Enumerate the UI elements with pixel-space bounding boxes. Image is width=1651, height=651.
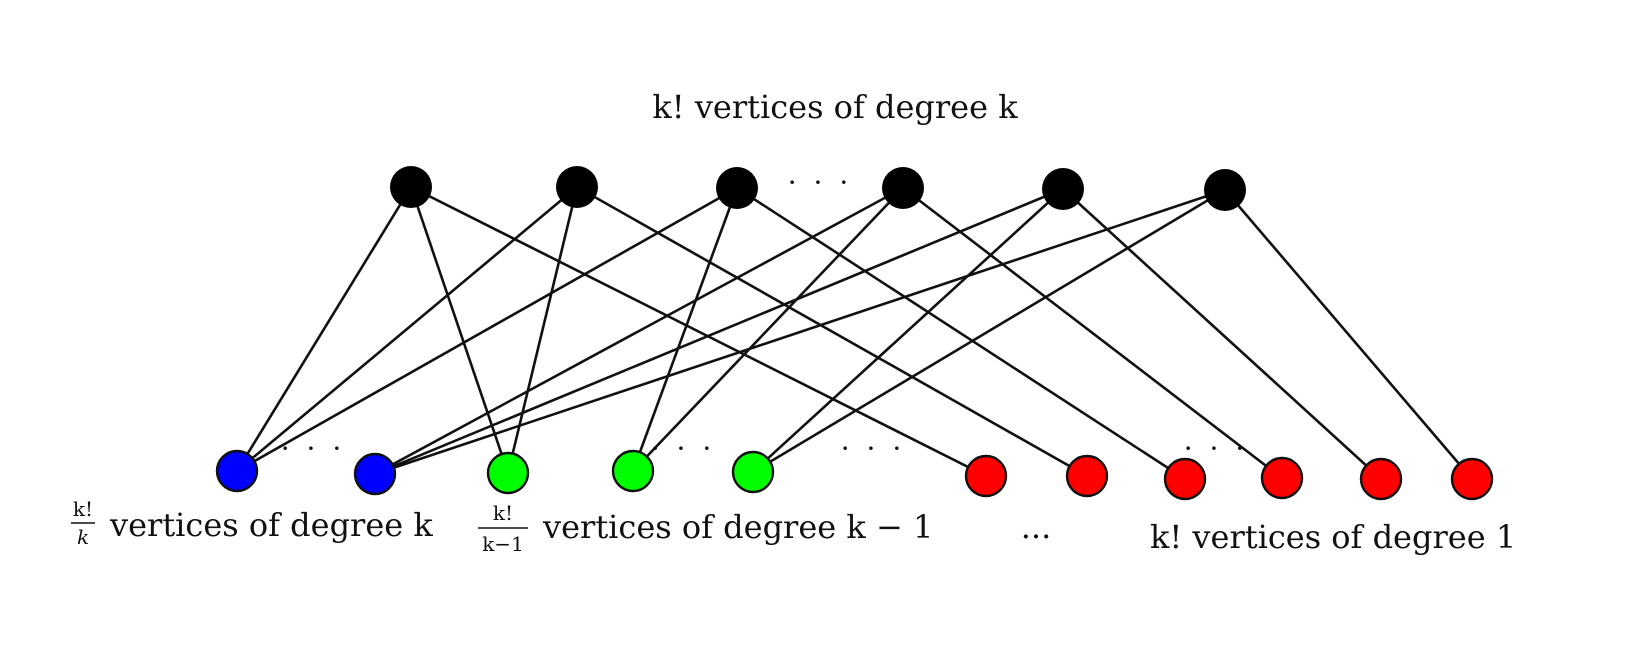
top-vertex-t1 [390, 166, 432, 208]
red-vertex-r5 [1359, 457, 1403, 501]
edge-t4-b2 [374, 186, 904, 476]
red-vertex-r3 [1163, 457, 1207, 501]
red-vertex-r2 [1065, 454, 1109, 498]
edge-t4-r4 [902, 186, 1283, 480]
top-vertex-t6 [1204, 169, 1246, 211]
edge-t2-g1 [506, 186, 579, 474]
edge-t1-b1 [235, 186, 413, 472]
edge-t2-b1 [236, 186, 578, 472]
green-ellipsis: · · · [651, 432, 716, 465]
edge-t6-r6 [1224, 189, 1473, 480]
top-label: k! vertices of degree k [652, 88, 1018, 126]
top-vertex-t2 [556, 166, 598, 208]
edge-t5-r5 [1062, 188, 1382, 480]
green-label-group: k! k−1 vertices of degree k − 1 [478, 501, 933, 556]
top-vertex-t4 [882, 167, 924, 209]
green-vertex-g3 [731, 450, 775, 494]
blue-vertex-b1 [215, 449, 259, 493]
edge-t4-g2 [632, 187, 904, 472]
blue-vertex-b2 [353, 452, 397, 496]
green-label: vertices of degree k − 1 [542, 508, 933, 546]
green-fraction-denominator: k−1 [482, 532, 524, 556]
edge-t6-g3 [752, 188, 1226, 474]
red-label: k! vertices of degree 1 [1150, 518, 1516, 556]
edge-t3-g2 [631, 187, 739, 472]
green-vertex-g1 [486, 451, 530, 495]
edge-t1-r1 [410, 185, 987, 478]
edge-t6-b2 [374, 188, 1226, 476]
red-vertex-r6 [1450, 457, 1494, 501]
green-fraction-numerator: k! [493, 501, 513, 525]
top-ellipsis: · · · [788, 166, 853, 199]
edge-t2-r2 [576, 185, 1088, 478]
edge-t5-g3 [752, 188, 1064, 473]
edge-t5-b2 [374, 187, 1064, 476]
red-ellipsis: · · · [1184, 432, 1249, 465]
blue-fraction-numerator: k! [73, 497, 93, 521]
blue-ellipsis: · · · [281, 432, 346, 465]
middle-label-ellipsis: ... [1021, 508, 1052, 546]
edge-t3-b1 [236, 186, 738, 473]
edge-t1-g1 [409, 186, 510, 474]
vertices-layer [215, 166, 1494, 501]
middle-ellipsis: · · · [841, 432, 906, 465]
top-vertex-t5 [1042, 168, 1084, 210]
red-vertex-r1 [964, 454, 1008, 498]
edges-layer [235, 185, 1473, 481]
blue-label-group: k! k vertices of degree k [71, 497, 433, 549]
green-vertex-g2 [611, 449, 655, 493]
red-vertex-r4 [1260, 456, 1304, 500]
blue-fraction-denominator: k [77, 525, 89, 549]
top-vertex-t3 [716, 167, 758, 209]
blue-label: vertices of degree k [109, 506, 433, 544]
